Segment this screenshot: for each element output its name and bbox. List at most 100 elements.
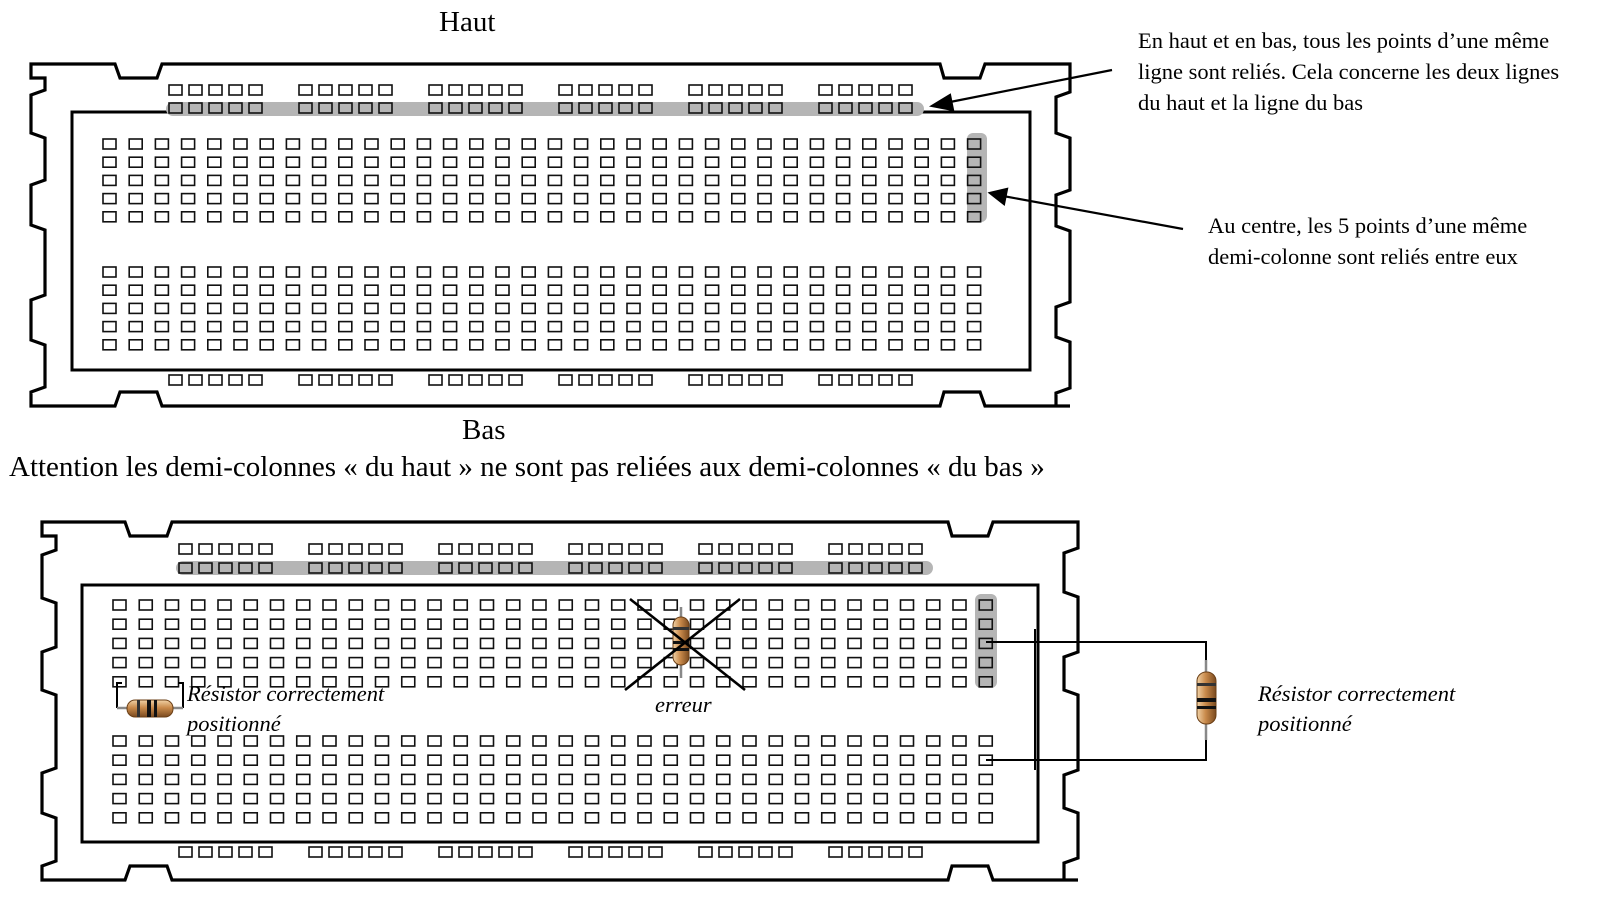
center-hole — [390, 138, 406, 150]
center-hole — [768, 675, 784, 688]
center-hole — [138, 637, 154, 650]
center-hole — [416, 192, 432, 205]
center-hole — [610, 773, 626, 786]
center-hole — [547, 211, 563, 223]
center-hole — [442, 174, 458, 187]
center-hole — [809, 338, 825, 351]
center-hole — [978, 811, 994, 824]
center-hole — [757, 211, 772, 223]
center-hole — [952, 656, 967, 669]
rail-hole — [298, 102, 313, 114]
center-hole — [233, 338, 248, 351]
rail-hole — [648, 562, 663, 574]
center-hole — [899, 637, 915, 650]
center-hole — [914, 174, 930, 187]
center-hole — [940, 284, 956, 297]
center-hole — [794, 792, 810, 805]
center-hole — [678, 211, 694, 223]
center-hole — [374, 735, 390, 747]
center-hole — [243, 618, 259, 631]
center-hole — [190, 773, 206, 786]
center-hole — [768, 773, 784, 786]
center-hole — [704, 338, 720, 351]
center-hole — [311, 138, 327, 150]
center-hole — [128, 302, 143, 315]
center-hole — [233, 284, 248, 297]
center-hole — [337, 211, 353, 223]
center-hole — [715, 754, 731, 767]
bottom-inner-line — [80, 583, 1040, 844]
center-hole — [715, 675, 731, 688]
center-hole — [820, 618, 836, 631]
center-hole — [505, 792, 521, 805]
center-hole — [285, 138, 301, 150]
center-hole — [835, 302, 851, 315]
center-hole — [295, 656, 311, 669]
rail-hole — [868, 562, 883, 574]
center-hole — [348, 754, 364, 767]
center-hole — [521, 302, 537, 315]
center-hole — [243, 637, 259, 650]
rail-hole — [758, 846, 773, 858]
rail-hole — [458, 543, 473, 555]
center-hole — [259, 156, 275, 168]
center-hole — [259, 338, 275, 351]
center-hole — [243, 811, 259, 824]
rail-hole — [748, 84, 763, 96]
center-hole — [768, 792, 784, 805]
center-hole — [820, 792, 836, 805]
center-hole — [285, 302, 301, 315]
center-hole — [390, 302, 406, 315]
rail-hole — [258, 562, 273, 574]
rail-hole — [728, 84, 743, 96]
center-hole — [400, 735, 416, 747]
center-hole — [663, 811, 679, 824]
center-hole — [861, 156, 877, 168]
center-hole — [742, 792, 757, 805]
center-hole — [888, 302, 903, 315]
center-hole — [207, 192, 222, 205]
rail-hole — [778, 543, 793, 555]
center-hole — [154, 192, 170, 205]
center-hole — [112, 792, 127, 805]
rail-hole — [208, 84, 223, 96]
center-hole — [652, 302, 668, 315]
center-hole — [337, 266, 353, 278]
center-hole — [364, 284, 379, 297]
center-hole — [847, 675, 862, 688]
rail-hole — [448, 374, 463, 386]
rail-hole — [848, 543, 863, 555]
center-hole — [573, 138, 589, 150]
center-hole — [180, 211, 196, 223]
center-hole — [783, 266, 799, 278]
center-hole — [138, 754, 154, 767]
center-hole — [626, 174, 641, 187]
rail-hole — [568, 543, 583, 555]
center-hole — [322, 792, 337, 805]
center-hole — [128, 284, 143, 297]
center-hole — [180, 320, 196, 333]
center-hole — [311, 211, 327, 223]
center-hole — [663, 675, 679, 688]
center-hole — [899, 792, 915, 805]
center-hole — [154, 211, 170, 223]
center-hole — [584, 618, 600, 631]
center-hole — [112, 637, 127, 650]
center-hole — [128, 174, 143, 187]
center-hole — [952, 792, 967, 805]
center-hole — [925, 735, 941, 747]
center-hole — [453, 656, 469, 669]
center-hole — [637, 773, 652, 786]
center-hole — [637, 754, 652, 767]
center-hole — [861, 320, 877, 333]
center-hole — [558, 618, 574, 631]
center-hole — [479, 637, 495, 650]
center-hole — [505, 675, 521, 688]
center-hole — [809, 302, 825, 315]
center-hole — [978, 656, 994, 669]
center-hole — [742, 618, 757, 631]
center-hole — [742, 656, 757, 669]
rail-hole — [908, 543, 923, 555]
center-hole — [468, 302, 484, 315]
center-hole — [285, 211, 301, 223]
